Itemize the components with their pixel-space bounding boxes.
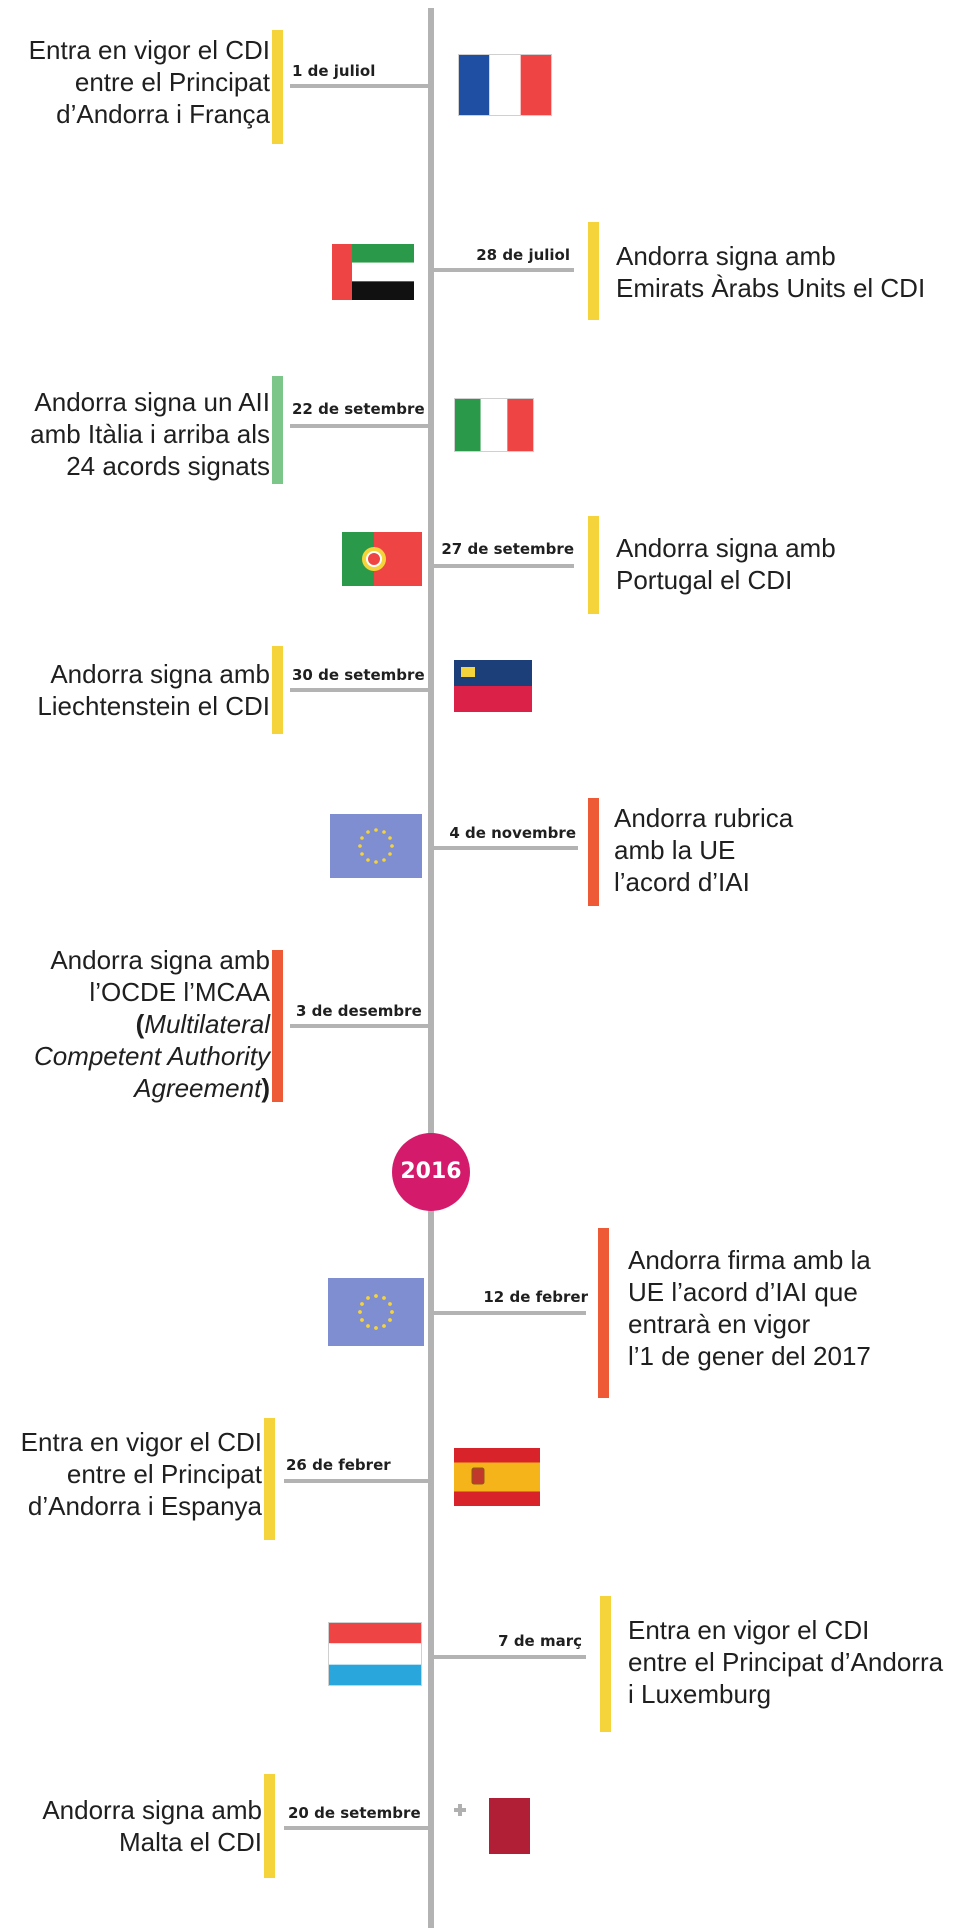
orange-bar [272, 950, 283, 1102]
event-text-line: entrarà en vigor [628, 1309, 811, 1339]
year-marker: 2016 [392, 1133, 470, 1211]
event-text-line: Entra en vigor el CDI [28, 35, 270, 65]
uae-flag [332, 244, 414, 300]
event-text-line: entre el Principat [74, 67, 270, 97]
timeline-axis [428, 8, 434, 1928]
event-date: 30 de setembre [292, 666, 425, 684]
event-date: 20 de setembre [288, 1804, 421, 1822]
event-description: Entra en vigor el CDI entre el Principat… [29, 34, 270, 130]
event-text-italic: Agreement [134, 1073, 262, 1103]
event-text-line-italic: (Multilateral [135, 1009, 270, 1039]
connector-line [432, 564, 574, 568]
portugal-flag [342, 532, 422, 586]
connector-line [284, 1826, 430, 1830]
yellow-bar [600, 1596, 611, 1732]
yellow-bar [588, 516, 599, 614]
event-description: Andorra signa amb l’OCDE l’MCAA (Multila… [34, 944, 270, 1104]
event-text-line: i Luxemburg [628, 1679, 772, 1709]
event-text-line: Malta el CDI [118, 1827, 262, 1857]
event-text-line: entre el Principat [66, 1459, 262, 1489]
event-text-line: entre el Principat d’Andorra [628, 1647, 944, 1677]
event-description: Andorra signa amb Portugal el CDI [616, 532, 836, 596]
event-text-line: amb la UE [614, 835, 736, 865]
liechtenstein-flag [454, 660, 532, 712]
malta-flag [448, 1798, 530, 1854]
connector-line [290, 84, 430, 88]
connector-line [290, 1024, 430, 1028]
event-text-line: Andorra rubrica [614, 803, 794, 833]
yellow-bar [272, 646, 283, 734]
event-text-line: Andorra signa amb [50, 945, 270, 975]
event-text-line: Andorra signa amb [616, 241, 836, 271]
event-date: 3 de desembre [296, 1002, 422, 1020]
event-description: Andorra signa amb Liechtenstein el CDI [37, 658, 270, 722]
event-text-line: d’Andorra i França [56, 99, 270, 129]
event-description: Andorra signa amb Emirats Àrabs Units el… [616, 240, 925, 304]
event-text-line-italic: Agreement) [134, 1073, 270, 1103]
event-text-line: Andorra firma amb la [628, 1245, 871, 1275]
yellow-bar [272, 30, 283, 144]
event-date: 27 de setembre [441, 540, 574, 558]
connector-line [432, 1655, 586, 1659]
event-text-line: Liechtenstein el CDI [37, 691, 270, 721]
event-description: Andorra rubrica amb la UE l’acord d’IAI [614, 802, 793, 898]
connector-line [290, 424, 430, 428]
event-text-line: l’1 de gener del 2017 [628, 1341, 871, 1371]
connector-line [284, 1479, 430, 1483]
event-text-line: Emirats Àrabs Units el CDI [616, 273, 926, 303]
event-date: 12 de febrer [483, 1288, 588, 1306]
orange-bar [588, 798, 599, 906]
green-bar [272, 376, 283, 484]
italy-flag [454, 398, 534, 452]
eu-flag [328, 1278, 424, 1346]
event-text-line: Andorra signa amb [50, 659, 270, 689]
event-text-line: amb Itàlia i arriba als [30, 419, 270, 449]
event-text-line: Portugal el CDI [616, 565, 793, 595]
event-text-line: 24 acords signats [66, 451, 270, 481]
event-text-line: Entra en vigor el CDI [628, 1615, 870, 1645]
event-text-italic: Multilateral [144, 1009, 270, 1039]
france-flag [458, 54, 552, 116]
event-text-line: Andorra signa un AII [34, 387, 270, 417]
event-date: 4 de novembre [449, 824, 576, 842]
event-description: Andorra signa amb Malta el CDI [42, 1794, 262, 1858]
event-text-italic: Competent Authority [33, 1041, 270, 1071]
event-text-line: UE l’acord d’IAI que [628, 1277, 858, 1307]
event-text-line-italic: Competent Authority [34, 1040, 270, 1072]
yellow-bar [264, 1418, 275, 1540]
event-description: Entra en vigor el CDI entre el Principat… [21, 1426, 262, 1522]
yellow-bar [264, 1774, 275, 1878]
event-text-line: l’OCDE l’MCAA [89, 977, 270, 1007]
event-description: Entra en vigor el CDI entre el Principat… [628, 1614, 943, 1710]
event-description: Andorra firma amb la UE l’acord d’IAI qu… [628, 1244, 871, 1372]
event-text-line: l’acord d’IAI [614, 867, 750, 897]
spain-flag [454, 1448, 540, 1506]
yellow-bar [588, 222, 599, 320]
connector-line [290, 688, 430, 692]
event-text-line: Andorra signa amb [616, 533, 836, 563]
event-date: 26 de febrer [286, 1456, 391, 1474]
connector-line [432, 1311, 586, 1315]
event-date: 28 de juliol [476, 246, 570, 264]
event-date: 7 de març [498, 1632, 582, 1650]
connector-line [432, 268, 574, 272]
event-date: 22 de setembre [292, 400, 425, 418]
eu-flag [330, 814, 422, 878]
event-description: Andorra signa un AII amb Itàlia i arriba… [30, 386, 270, 482]
event-text-line: d’Andorra i Espanya [27, 1491, 262, 1521]
event-text-line: Andorra signa amb [42, 1795, 262, 1825]
event-text-line: Entra en vigor el CDI [20, 1427, 262, 1457]
luxembourg-flag [328, 1622, 422, 1686]
orange-bar [598, 1228, 609, 1398]
connector-line [432, 846, 578, 850]
event-date: 1 de juliol [292, 62, 376, 80]
